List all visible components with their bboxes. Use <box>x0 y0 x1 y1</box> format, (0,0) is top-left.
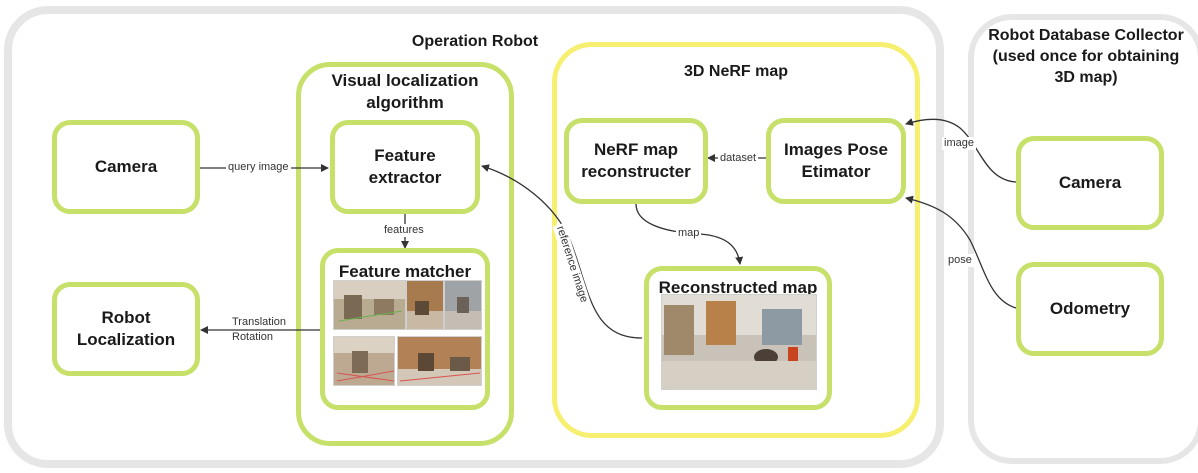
operation-robot-region <box>4 6 944 468</box>
feature-match-image-4 <box>333 336 395 386</box>
db-collector-title: Robot Database Collector (used once for … <box>988 27 1184 86</box>
feature-match-image-5 <box>397 336 482 386</box>
visual-localization-title: Visual localization algorithm <box>331 71 479 113</box>
camera-node-label: Camera <box>94 156 158 176</box>
camera-node: Camera <box>52 120 200 214</box>
translation-label: Translation <box>230 316 289 329</box>
feature-match-image-3 <box>444 280 482 330</box>
operation-robot-title: Operation Robot <box>411 33 539 50</box>
image-label: image <box>942 137 976 150</box>
robot-localization-node: Robot Localization <box>52 282 200 376</box>
db-camera-node-label: Camera <box>1058 172 1122 192</box>
db-camera-node: Camera <box>1016 136 1164 230</box>
nerf-reconstructer-node-label: NeRF map reconstructer <box>581 139 691 181</box>
odometry-node: Odometry <box>1016 262 1164 356</box>
query-image-label: query image <box>226 161 291 174</box>
reconstructed-map-node-label: Reconstructed map <box>658 278 818 297</box>
visual-localization-region <box>296 62 514 446</box>
feature-extractor-node: Feature extractor <box>330 120 480 214</box>
nerf-map-title: 3D NeRF map <box>683 63 789 80</box>
pose-estimator-node: Images Pose Etimator <box>766 118 906 204</box>
feature-extractor-node-label: Feature extractor <box>368 145 442 187</box>
reconstructed-map-image <box>661 294 817 390</box>
nerf-map-region <box>552 42 920 438</box>
robot-localization-node-label: Robot Localization <box>76 307 176 349</box>
rotation-label: Rotation <box>230 331 275 344</box>
edge-pose <box>905 195 1017 309</box>
db-collector-region <box>968 14 1198 464</box>
map-label: map <box>676 227 702 240</box>
feature-match-image-2 <box>406 280 444 330</box>
pose-label: pose <box>946 254 974 267</box>
odometry-node-label: Odometry <box>1049 298 1131 318</box>
nerf-reconstructer-node: NeRF map reconstructer <box>564 118 708 204</box>
pose-estimator-node-label: Images Pose Etimator <box>784 139 888 181</box>
feature-match-image-1 <box>333 280 406 330</box>
features-label: features <box>382 224 426 237</box>
edge-image <box>905 118 1017 183</box>
feature-matcher-node-label: Feature matcher <box>338 262 472 281</box>
dataset-label: dataset <box>718 152 759 165</box>
